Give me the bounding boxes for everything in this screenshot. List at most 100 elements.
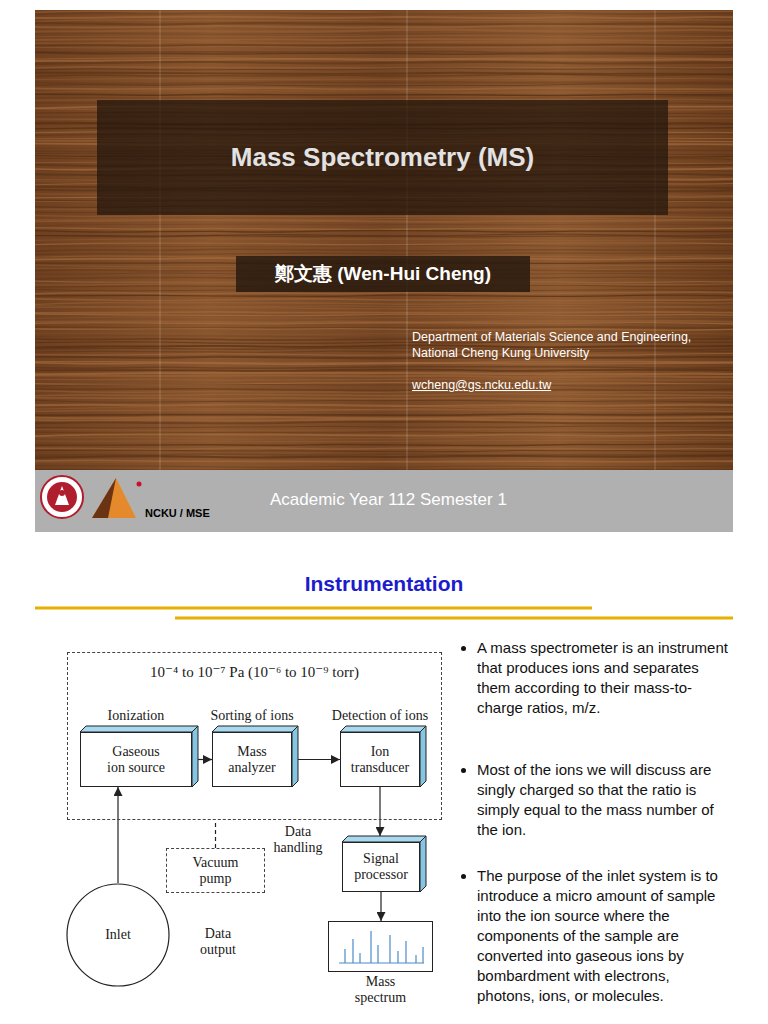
grain-line xyxy=(35,456,733,458)
spectrum-peak xyxy=(370,931,371,963)
grain-line xyxy=(35,314,733,316)
grain-line xyxy=(35,400,733,402)
grain-line xyxy=(35,36,733,37)
grain-line xyxy=(35,426,733,428)
heading-rule xyxy=(175,617,733,620)
flow-arrow xyxy=(117,787,118,883)
grain-line xyxy=(35,68,733,70)
affiliation: Department of Materials Science and Engi… xyxy=(412,329,730,361)
university-emblem xyxy=(41,476,83,518)
pressure-label: 10⁻⁴ to 10⁻⁷ Pa (10⁻⁶ to 10⁻⁹ torr) xyxy=(150,664,359,680)
box-caption: Mass spectrum xyxy=(345,974,417,1006)
box-top-face xyxy=(340,726,426,732)
grain-line xyxy=(35,375,733,377)
spectrum-peak xyxy=(389,935,390,963)
grain-line xyxy=(35,373,733,374)
box-label: Ion transducer xyxy=(346,744,414,776)
process-box: Detection of ionsIon transducer xyxy=(340,732,420,787)
grain-line xyxy=(35,94,733,95)
process-box: IonizationGaseous ion source xyxy=(80,732,192,787)
box-label: Vacuum pump xyxy=(186,855,246,887)
grain-line xyxy=(35,236,733,237)
flow-arrow xyxy=(380,892,381,921)
spectrum-peak xyxy=(377,945,378,963)
grain-line xyxy=(35,39,733,40)
vacuum-line xyxy=(215,820,216,848)
bullet-dot xyxy=(461,768,466,773)
grain-line xyxy=(35,26,733,28)
grain-line xyxy=(35,444,733,446)
box-label: Gaseous ion source xyxy=(104,744,168,776)
grain-line xyxy=(35,384,733,386)
grain-line xyxy=(35,220,733,222)
bullet-text: Most of the ions we will discuss are sin… xyxy=(477,760,729,840)
box-label: Inlet xyxy=(105,927,131,943)
stage-label: Detection of ions xyxy=(327,708,433,724)
inlet-circle: Inlet xyxy=(66,883,170,987)
grain-line xyxy=(35,345,733,347)
grain-line xyxy=(35,73,733,75)
box-top-face xyxy=(342,836,426,842)
grain-line xyxy=(35,351,733,353)
grain-line xyxy=(35,23,733,25)
grain-line xyxy=(35,303,733,305)
box-top-face xyxy=(80,726,198,732)
box-side-face xyxy=(420,726,426,787)
grain-line xyxy=(35,67,733,68)
grain-line xyxy=(35,33,733,35)
grain-line xyxy=(35,224,733,226)
bullet-text: A mass spectrometer is an instrument tha… xyxy=(477,638,729,718)
grain-line xyxy=(35,215,733,217)
grain-line xyxy=(35,450,733,452)
grain-line xyxy=(35,405,733,406)
stage-label: Ionization xyxy=(67,708,205,724)
grain-line xyxy=(35,20,733,22)
process-box: Sorting of ionsMass analyzer xyxy=(212,732,292,787)
vacuum-region: 10⁻⁴ to 10⁻⁷ Pa (10⁻⁶ to 10⁻⁹ torr) Ioniz… xyxy=(67,652,442,820)
unit-name: NCKU / MSE xyxy=(145,507,210,519)
bullet-dot xyxy=(461,646,466,651)
grain-line xyxy=(35,253,733,255)
spectrum-box: Mass spectrum xyxy=(328,921,433,972)
panel-seam xyxy=(407,10,408,470)
grain-line xyxy=(35,47,733,49)
grain-line xyxy=(35,295,733,297)
grain-line xyxy=(35,312,733,313)
grain-line xyxy=(35,52,733,54)
spectrum-peak xyxy=(359,953,360,963)
grain-line xyxy=(35,437,733,439)
grain-line xyxy=(35,329,733,330)
slide-title: Mass Spectrometry (MS) xyxy=(97,100,668,215)
department-logo xyxy=(92,478,142,518)
grain-line xyxy=(35,353,733,355)
grain-line xyxy=(35,17,733,18)
grain-line xyxy=(35,432,733,433)
spectrum-peak xyxy=(415,955,416,963)
flow-note: Data output xyxy=(190,926,246,958)
grain-line xyxy=(35,42,733,44)
grain-line xyxy=(35,429,733,430)
grain-line xyxy=(35,84,733,86)
grain-line xyxy=(35,59,733,61)
heading-rule xyxy=(35,607,592,610)
flow-arrow xyxy=(298,759,340,760)
bullet-dot xyxy=(461,874,466,879)
grain-line xyxy=(35,228,733,230)
grain-line xyxy=(35,292,733,294)
flow-arrow xyxy=(198,759,212,760)
grain-line xyxy=(35,357,733,359)
inlet-outline xyxy=(67,884,169,986)
grain-line xyxy=(35,323,733,325)
spectrum-plot xyxy=(329,922,432,971)
semester-note: Academic Year 112 Semester 1 xyxy=(270,490,507,510)
grain-line xyxy=(35,96,733,98)
grain-line xyxy=(35,348,733,350)
grain-line xyxy=(35,12,733,14)
grain-line xyxy=(35,245,733,247)
grain-line xyxy=(35,62,733,64)
box-side-face xyxy=(420,836,426,892)
grain-line xyxy=(35,327,733,329)
spectrum-peak xyxy=(352,939,353,963)
email-address: wcheng@gs.ncku.edu.tw xyxy=(412,378,551,392)
